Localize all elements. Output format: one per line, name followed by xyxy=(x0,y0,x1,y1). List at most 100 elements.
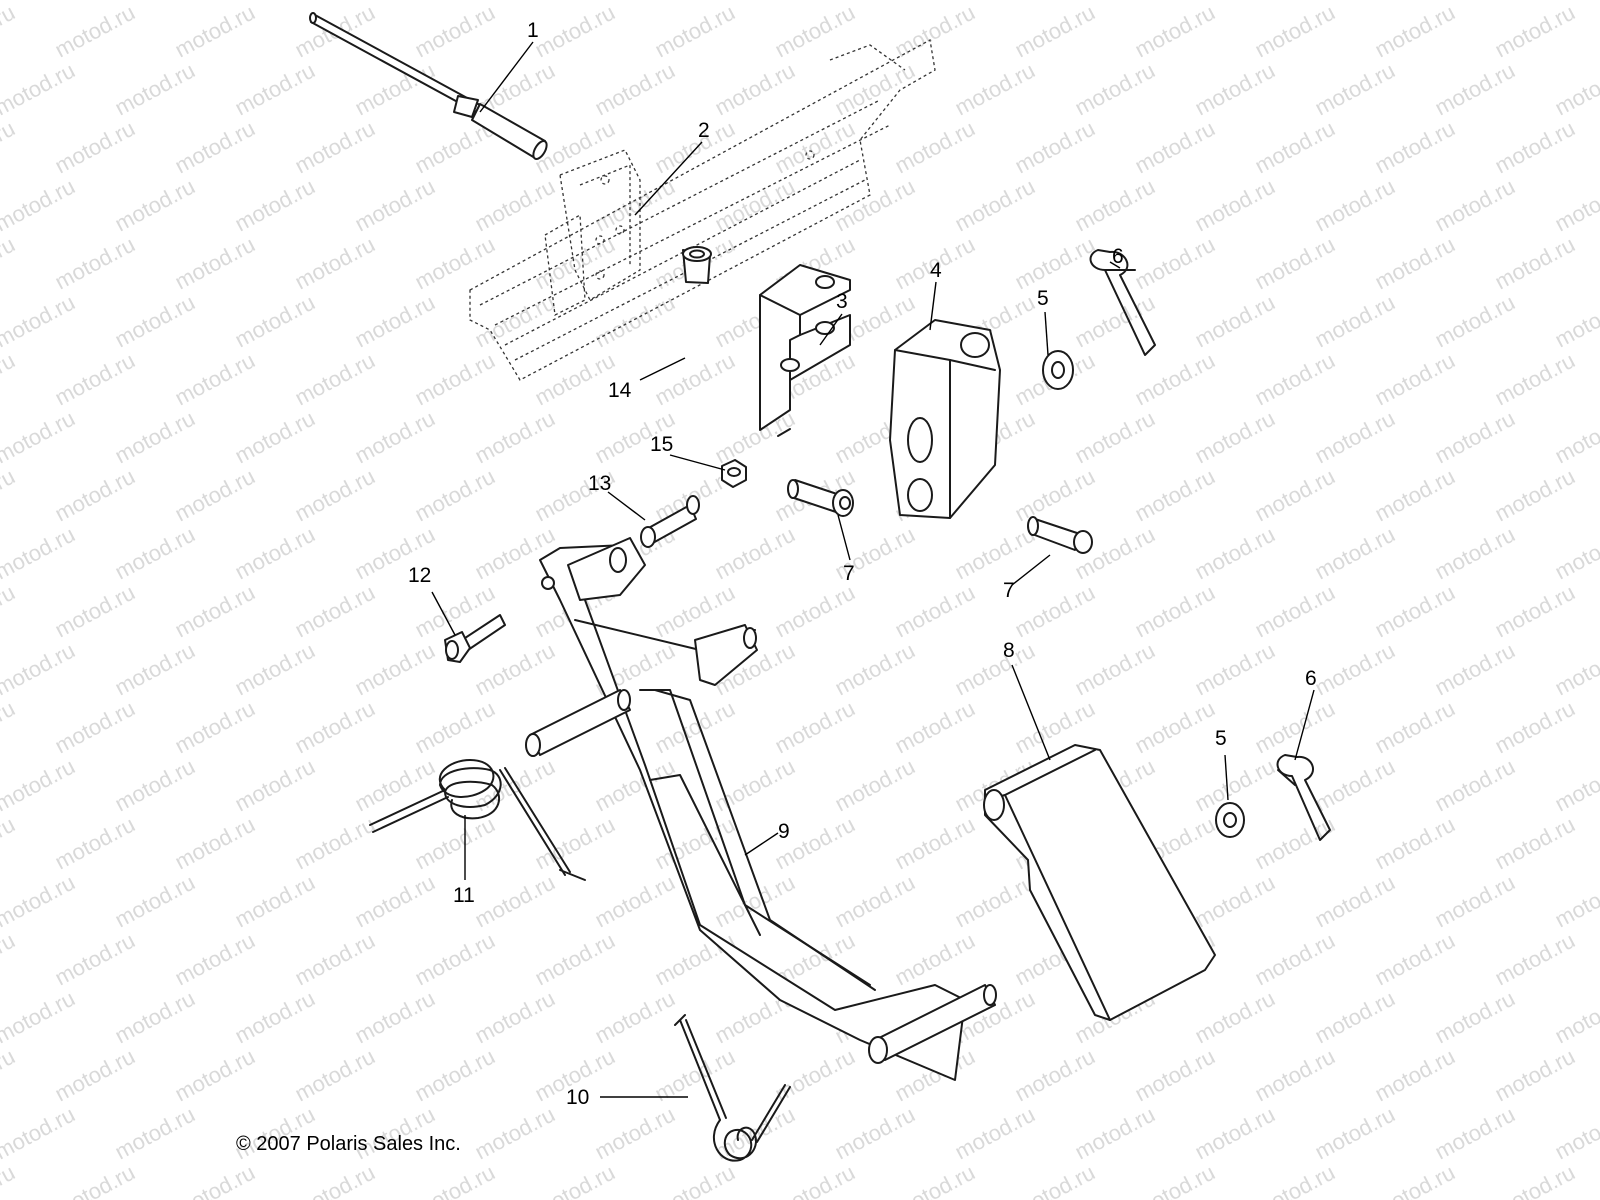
watermark-text: motod.ru xyxy=(1131,580,1219,643)
watermark-text: motod.ru xyxy=(171,0,259,62)
watermark-text: motod.ru xyxy=(171,812,259,875)
watermark-text: motod.ru xyxy=(231,522,319,585)
watermark-text: motod.ru xyxy=(51,812,139,875)
watermark-text: motod.ru xyxy=(111,638,199,701)
callout-15: 15 xyxy=(650,433,673,456)
watermark-text: motod.ru xyxy=(1191,638,1279,701)
watermark-text: motod.ru xyxy=(951,1102,1039,1165)
watermark-text: motod.ru xyxy=(231,290,319,353)
watermark-text: motod.ru xyxy=(51,1044,139,1107)
watermark-text: motod.ru xyxy=(0,696,19,759)
watermark-text: motod.ru xyxy=(231,58,319,121)
watermark-text: motod.ru xyxy=(0,638,79,701)
callout-numbers: 1 2 3 4 5 6 7 7 8 9 10 11 12 13 14 15 5 … xyxy=(408,19,1317,1109)
callout-13: 13 xyxy=(588,472,611,495)
watermark-text: motod.ru xyxy=(111,1102,199,1165)
watermark-text: motod.ru xyxy=(1491,1160,1579,1200)
watermark-text: motod.ru xyxy=(471,870,559,933)
callout-3: 3 xyxy=(836,290,848,313)
watermark-text: motod.ru xyxy=(1011,580,1099,643)
watermark-text: motod.ru xyxy=(1191,986,1279,1049)
watermark-text: motod.ru xyxy=(411,348,499,411)
watermark-text: motod.ru xyxy=(51,0,139,62)
watermark-text: motod.ru xyxy=(411,0,499,62)
watermark-text: motod.ru xyxy=(171,696,259,759)
watermark-text: motod.ru xyxy=(1371,812,1459,875)
watermark-text: motod.ru xyxy=(531,232,619,295)
watermark-text: motod.ru xyxy=(1011,1044,1099,1107)
watermark-text: motod.ru xyxy=(1131,116,1219,179)
watermark-text: motod.ru xyxy=(1011,464,1099,527)
part-clip-top xyxy=(1089,249,1156,356)
watermark-text: motod.ru xyxy=(1431,58,1519,121)
watermark-text: motod.ru xyxy=(51,232,139,295)
watermark-text: motod.ru xyxy=(171,1044,259,1107)
watermark-text: motod.ru xyxy=(231,754,319,817)
watermark-text: motod.ru xyxy=(891,928,979,991)
watermark-text: motod.ru xyxy=(831,1102,919,1165)
watermark-text: motod.ru xyxy=(0,116,19,179)
watermark-text: motod.ru xyxy=(1491,0,1579,62)
watermark-text: motod.ru xyxy=(291,580,379,643)
watermark-text: motod.ru xyxy=(291,928,379,991)
part-block xyxy=(889,319,1001,519)
callout-12: 12 xyxy=(408,564,431,587)
watermark-text: motod.ru xyxy=(771,696,859,759)
part-clip-bottom xyxy=(1276,754,1331,841)
part-washer-bottom xyxy=(1215,802,1245,838)
watermark-text: motod.ru xyxy=(291,232,379,295)
watermark-text: motod.ru xyxy=(1311,406,1399,469)
watermark-text: motod.ru xyxy=(471,522,559,585)
watermark-text: motod.ru xyxy=(0,1160,19,1200)
watermark-text: motod.ru xyxy=(891,580,979,643)
watermark-text: motod.ru xyxy=(651,0,739,62)
watermark-text: motod.ru xyxy=(1251,0,1339,62)
watermark-text: motod.ru xyxy=(1431,870,1519,933)
watermark-text: motod.ru xyxy=(471,638,559,701)
watermark-text: motod.ru xyxy=(1311,986,1399,1049)
watermark-text: motod.ru xyxy=(291,116,379,179)
watermark-text: motod.ru xyxy=(411,232,499,295)
watermark-text: motod.ru xyxy=(351,870,439,933)
watermark-text: motod.ru xyxy=(591,58,679,121)
watermark-text: motod.ru xyxy=(0,1102,79,1165)
watermark-text: motod.ru xyxy=(1251,232,1339,295)
watermark-text: motod.ru xyxy=(1371,464,1459,527)
watermark-text: motod.ru xyxy=(651,1160,739,1200)
watermark-text: motod.ru xyxy=(0,174,79,237)
part-pedal-pad xyxy=(983,744,1216,1021)
watermark-text: motod.ru xyxy=(1311,58,1399,121)
watermark-text: motod.ru xyxy=(0,348,19,411)
watermark-text: motod.ru xyxy=(51,696,139,759)
watermark-text: motod.ru xyxy=(111,290,199,353)
watermark-text: motod.ru xyxy=(771,0,859,62)
callout-leaders xyxy=(431,41,1315,1098)
watermark-text: motod.ru xyxy=(1251,116,1339,179)
watermark-text: motod.ru xyxy=(0,0,79,4)
watermark-text: motod.ru xyxy=(231,986,319,1049)
watermark-text: motod.ru xyxy=(591,1102,679,1165)
watermark-text: motod.ru xyxy=(651,348,739,411)
watermark-text: motod.ru xyxy=(1251,1044,1339,1107)
part-bolt-right xyxy=(1027,516,1093,554)
watermark-text: motod.ru xyxy=(1011,0,1099,62)
watermark-text: motod.ru xyxy=(711,754,799,817)
watermark-text: motod.ru xyxy=(1551,290,1600,353)
watermark-text: motod.ru xyxy=(951,174,1039,237)
watermark-text: motod.ru xyxy=(351,290,439,353)
watermark-text: motod.ru xyxy=(291,464,379,527)
watermark-text: motod.ru xyxy=(1491,1044,1579,1107)
part-rod xyxy=(309,12,548,161)
watermark-text: motod.ru xyxy=(0,754,79,817)
callout-4: 4 xyxy=(930,259,942,282)
copyright-text: © 2007 Polaris Sales Inc. xyxy=(236,1133,461,1155)
watermark-text: motod.ru xyxy=(771,580,859,643)
watermark-text: motod.ru xyxy=(111,754,199,817)
watermark-text: motod.ru xyxy=(0,58,79,121)
callout-5b: 5 xyxy=(1215,727,1227,750)
watermark-text: motod.ru xyxy=(0,812,19,875)
watermark-text: motod.ru xyxy=(0,0,19,62)
watermark-text: motod.ru xyxy=(1371,348,1459,411)
